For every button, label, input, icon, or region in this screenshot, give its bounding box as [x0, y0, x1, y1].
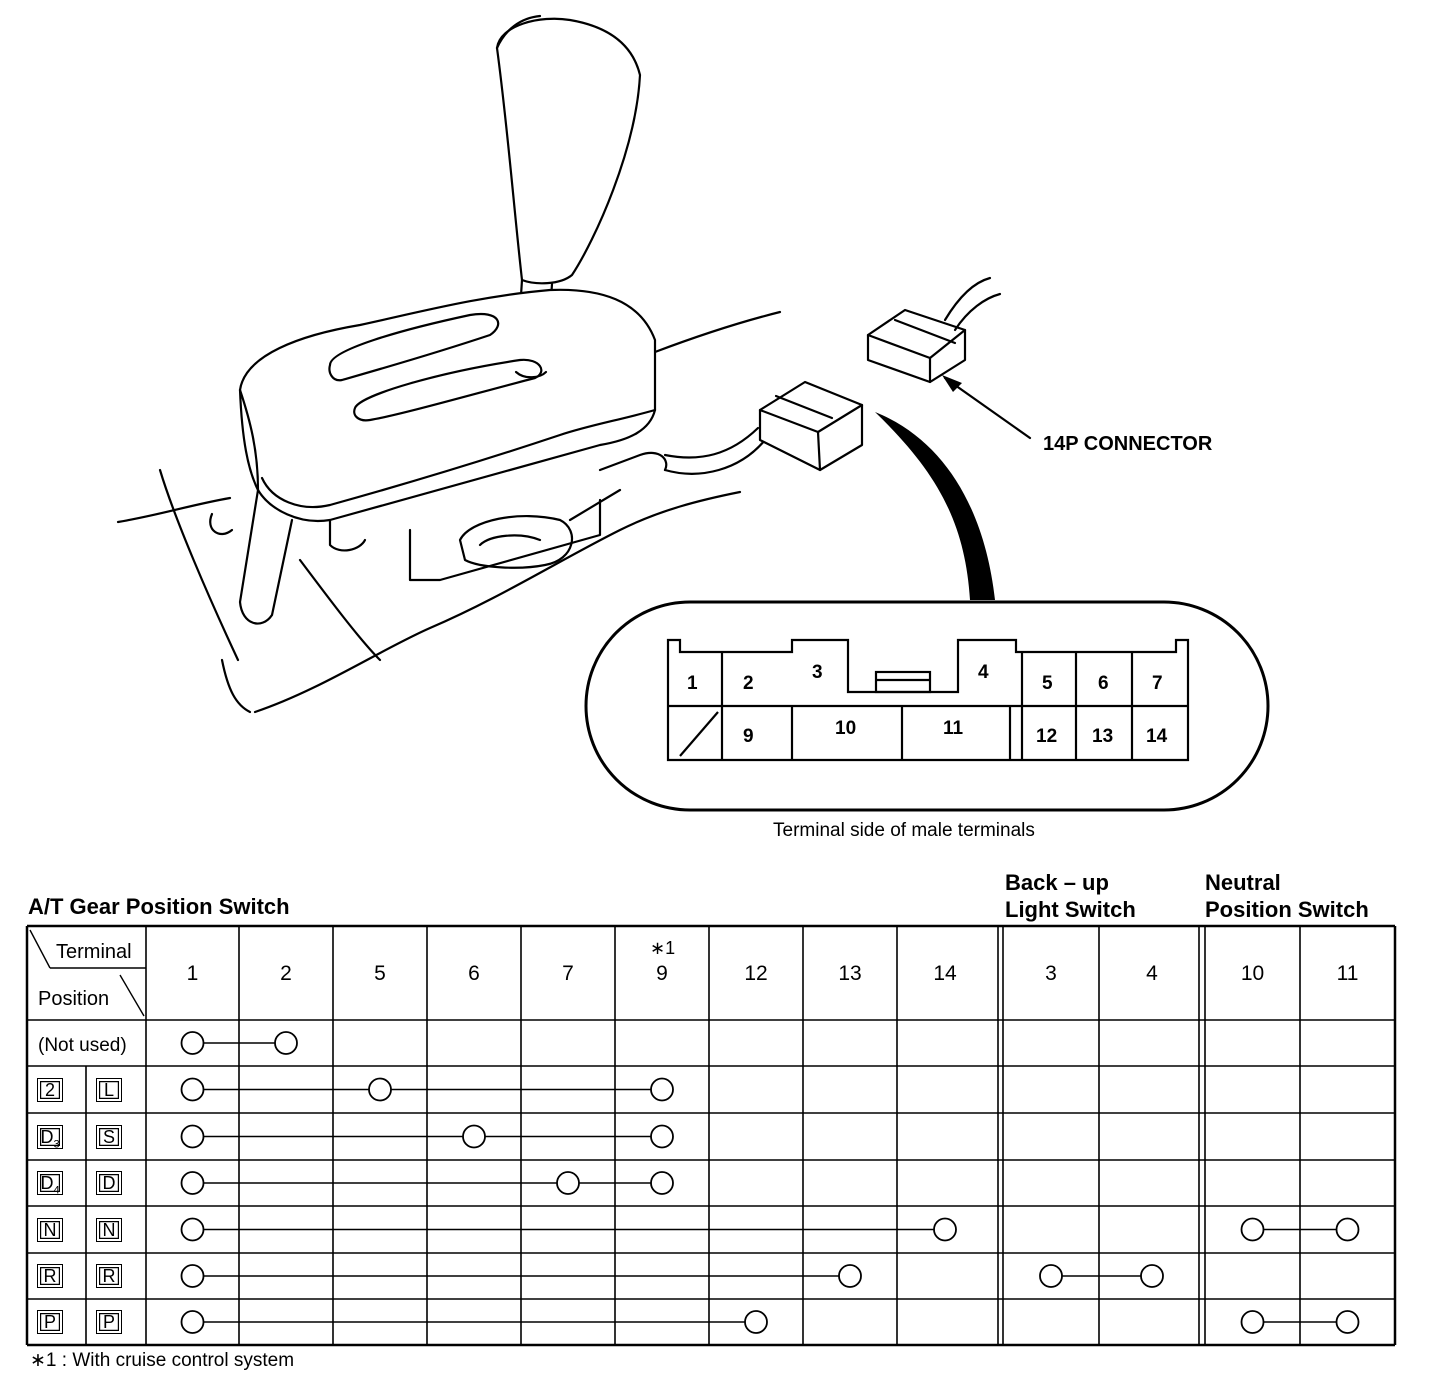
- continuity-circle-10: [1240, 1217, 1265, 1242]
- continuity-circle-2: [274, 1031, 298, 1055]
- continuity-circle-13: [838, 1264, 862, 1288]
- continuity-circle-14: [933, 1217, 957, 1242]
- column-header-13: 13: [838, 962, 862, 985]
- corner-position-label: Position: [38, 988, 110, 1010]
- position-box-2: 2: [37, 1077, 63, 1102]
- callout-pointer: [875, 412, 995, 600]
- column-header-9: 9: [656, 962, 668, 985]
- footnote: ∗1 : With cruise control system: [30, 1350, 295, 1371]
- position-box-r: R: [96, 1264, 122, 1288]
- neutral-heading-line2: Position Switch: [1205, 897, 1369, 922]
- column-header-11: 11: [1336, 962, 1359, 985]
- pin-3-label: 3: [812, 662, 823, 683]
- continuity-circle-3: [1039, 1264, 1063, 1288]
- position-box-d3: D3: [37, 1124, 63, 1151]
- position-box-p: P: [37, 1310, 63, 1334]
- continuity-circle-9: [650, 1077, 674, 1102]
- corner-diagonal: [29, 929, 51, 969]
- backup-switch-heading: Back – up Light Switch: [1005, 869, 1136, 923]
- connector-face: [666, 638, 1190, 762]
- corner-diagonal: [119, 974, 145, 1017]
- pin-2-label: 2: [743, 673, 754, 694]
- continuity-circle-11: [1335, 1217, 1360, 1242]
- column-header-12: 12: [744, 962, 768, 985]
- pin-13-label: 13: [1092, 726, 1114, 747]
- position-subscript: 3: [53, 1138, 60, 1151]
- column-header-14: 14: [933, 962, 957, 985]
- position-box-n: N: [96, 1217, 122, 1242]
- corner-terminal-label: Terminal: [56, 941, 132, 963]
- arrow-head-icon: [942, 375, 962, 392]
- pin-12-label: 12: [1036, 726, 1058, 747]
- cruise-mark: ∗1: [650, 938, 676, 958]
- continuity-circle-5: [368, 1077, 392, 1102]
- pin-6-label: 6: [1098, 673, 1109, 694]
- continuity-circle-9: [650, 1171, 674, 1195]
- position-letter: D: [40, 1126, 54, 1147]
- pin-10-label: 10: [835, 718, 857, 739]
- continuity-circle-6: [462, 1124, 486, 1149]
- continuity-circle-1: [180, 1264, 205, 1288]
- pin-7-label: 7: [1152, 673, 1163, 694]
- position-subscript: 4: [53, 1184, 60, 1197]
- shifter-illustration: [116, 14, 1270, 812]
- continuity-circle-10: [1240, 1310, 1265, 1334]
- pin-11-label: 11: [943, 718, 964, 739]
- column-header-3: 3: [1045, 962, 1057, 985]
- pin-1-label: 1: [687, 673, 698, 694]
- position-box-r: R: [37, 1264, 63, 1288]
- table-title: A/T Gear Position Switch: [28, 894, 290, 919]
- continuity-circle-11: [1335, 1310, 1360, 1334]
- continuity-circle-9: [650, 1124, 674, 1149]
- position-box-n: N: [37, 1217, 63, 1242]
- pin-14-label: 14: [1146, 726, 1168, 747]
- continuity-circle-1: [180, 1077, 205, 1102]
- pin-5-label: 5: [1042, 673, 1053, 694]
- connector-label: 14P CONNECTOR: [1043, 433, 1213, 455]
- column-header-4: 4: [1146, 962, 1158, 985]
- continuity-circle-7: [556, 1171, 580, 1195]
- continuity-circle-1: [180, 1171, 205, 1195]
- column-header-2: 2: [280, 962, 292, 985]
- continuity-circle-1: [180, 1031, 205, 1055]
- continuity-circle-1: [180, 1310, 205, 1334]
- position-box-p: P: [96, 1310, 122, 1334]
- column-header-5: 5: [374, 962, 386, 985]
- continuity-circle-12: [744, 1310, 768, 1334]
- position-letter: D: [40, 1173, 54, 1193]
- neutral-heading-line1: Neutral: [1205, 870, 1281, 895]
- column-header-1: 1: [186, 962, 199, 985]
- continuity-circle-4: [1140, 1264, 1164, 1288]
- pin-9-label: 9: [743, 726, 754, 747]
- backup-heading-line1: Back – up: [1005, 870, 1109, 895]
- position-box-s: S: [96, 1124, 122, 1149]
- continuity-circle-1: [180, 1124, 205, 1149]
- backup-heading-line2: Light Switch: [1005, 897, 1136, 922]
- position-box-d: D: [96, 1171, 122, 1195]
- pin-4-label: 4: [978, 662, 989, 683]
- position-box-l: L: [96, 1077, 122, 1102]
- column-header-10: 10: [1240, 962, 1265, 985]
- not-used-label: (Not used): [38, 1035, 127, 1056]
- column-header-6: 6: [468, 962, 480, 985]
- terminal-caption: Terminal side of male terminals: [773, 820, 1035, 841]
- neutral-switch-heading: Neutral Position Switch: [1205, 869, 1369, 923]
- position-box-d4: D4: [37, 1171, 63, 1197]
- continuity-circle-1: [180, 1217, 205, 1242]
- column-header-7: 7: [562, 962, 574, 985]
